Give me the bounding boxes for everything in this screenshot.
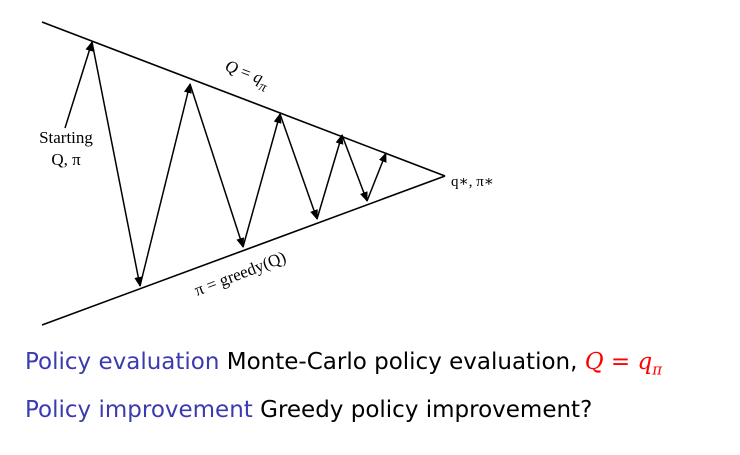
evaluation-arrow-1: [139, 83, 192, 287]
policy-improvement-description: Greedy policy improvement?: [260, 397, 593, 423]
policy-evaluation-row: Policy evaluation Monte-Carlo policy eva…: [25, 349, 662, 379]
policy-evaluation-description: Monte-Carlo policy evaluation,: [226, 349, 585, 375]
evaluation-label: Q = qπ: [220, 56, 273, 96]
policy-evaluation-term: Policy evaluation: [25, 349, 220, 375]
evaluation-arrow-3: [316, 134, 344, 220]
starting-arrow: [64, 41, 94, 129]
zigzag-arrows: [64, 41, 387, 287]
policy-improvement-term: Policy improvement: [25, 397, 253, 423]
lower-boundary-line: [41, 175, 446, 326]
evaluation-equation: Q = qπ: [584, 349, 663, 379]
evaluation-arrow-2: [242, 113, 282, 248]
evaluation-arrow-4: [366, 152, 387, 202]
starting-label: Starting: [39, 128, 93, 147]
improvement-arrow-1: [91, 41, 143, 287]
starting-qpi-label: Q, π: [51, 150, 81, 169]
upper-boundary-line: [41, 21, 446, 177]
improvement-arrow-2: [189, 83, 245, 248]
optimal-label: q∗, π∗: [451, 174, 494, 190]
policy-improvement-row: Policy improvement Greedy policy improve…: [25, 397, 592, 423]
svg-text:Q = qπ: Q = qπ: [220, 56, 273, 96]
improvement-arrow-4: [341, 134, 368, 202]
improvement-label: π = greedy(Q): [192, 247, 289, 299]
improvement-arrow-3: [279, 113, 318, 220]
gpi-diagram: Starting Q, π Q = qπ π = greedy(Q) q∗, π…: [39, 21, 494, 326]
